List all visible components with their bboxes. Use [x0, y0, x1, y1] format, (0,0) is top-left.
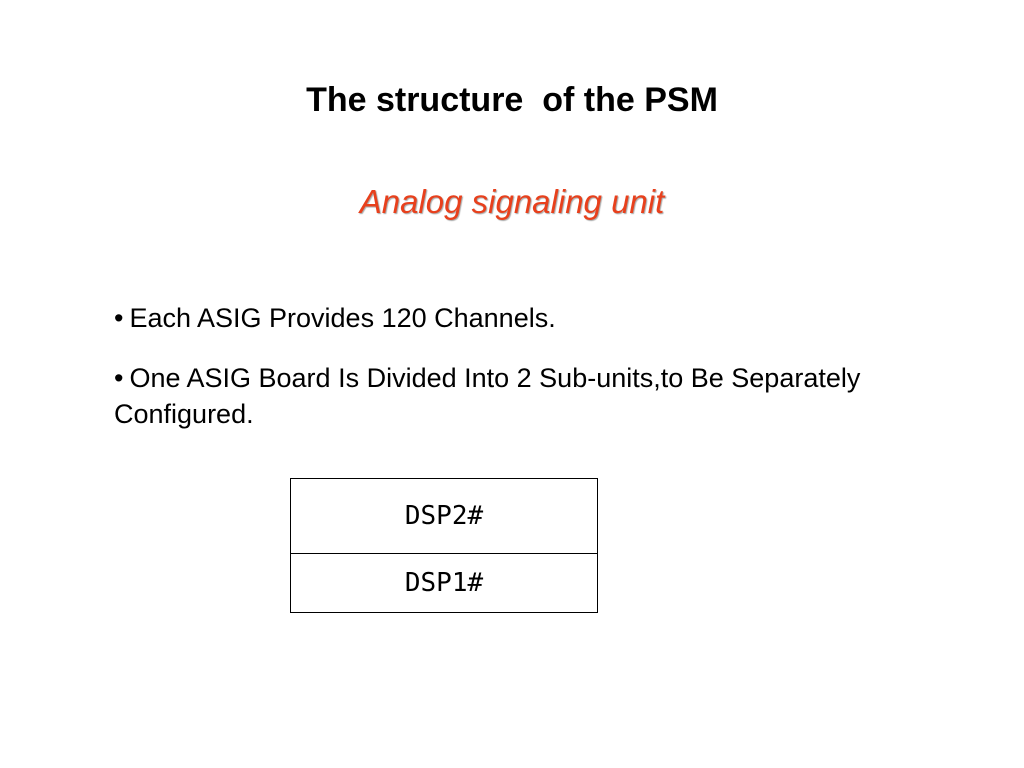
table-row: DSP1#	[290, 553, 598, 613]
bullet-dot-icon: •	[114, 363, 124, 393]
table-row: DSP2#	[290, 478, 598, 554]
table-cell-dsp2: DSP2#	[290, 478, 598, 554]
slide-title: The structure of the PSM	[306, 81, 718, 119]
table-cell-dsp1: DSP1#	[290, 553, 598, 613]
bullet-text: Each ASIG Provides 120 Channels.	[129, 303, 556, 333]
dsp-table: DSP2# DSP1#	[290, 478, 598, 613]
bullet-dot-icon: •	[114, 303, 124, 333]
bullet-item: •One ASIG Board Is Divided Into 2 Sub-un…	[114, 360, 874, 432]
bullet-text: One ASIG Board Is Divided Into 2 Sub-uni…	[114, 363, 861, 429]
bullet-list: •Each ASIG Provides 120 Channels. •One A…	[114, 300, 874, 456]
slide-subtitle: Analog signaling unit	[359, 183, 665, 220]
bullet-item: •Each ASIG Provides 120 Channels.	[114, 300, 874, 336]
